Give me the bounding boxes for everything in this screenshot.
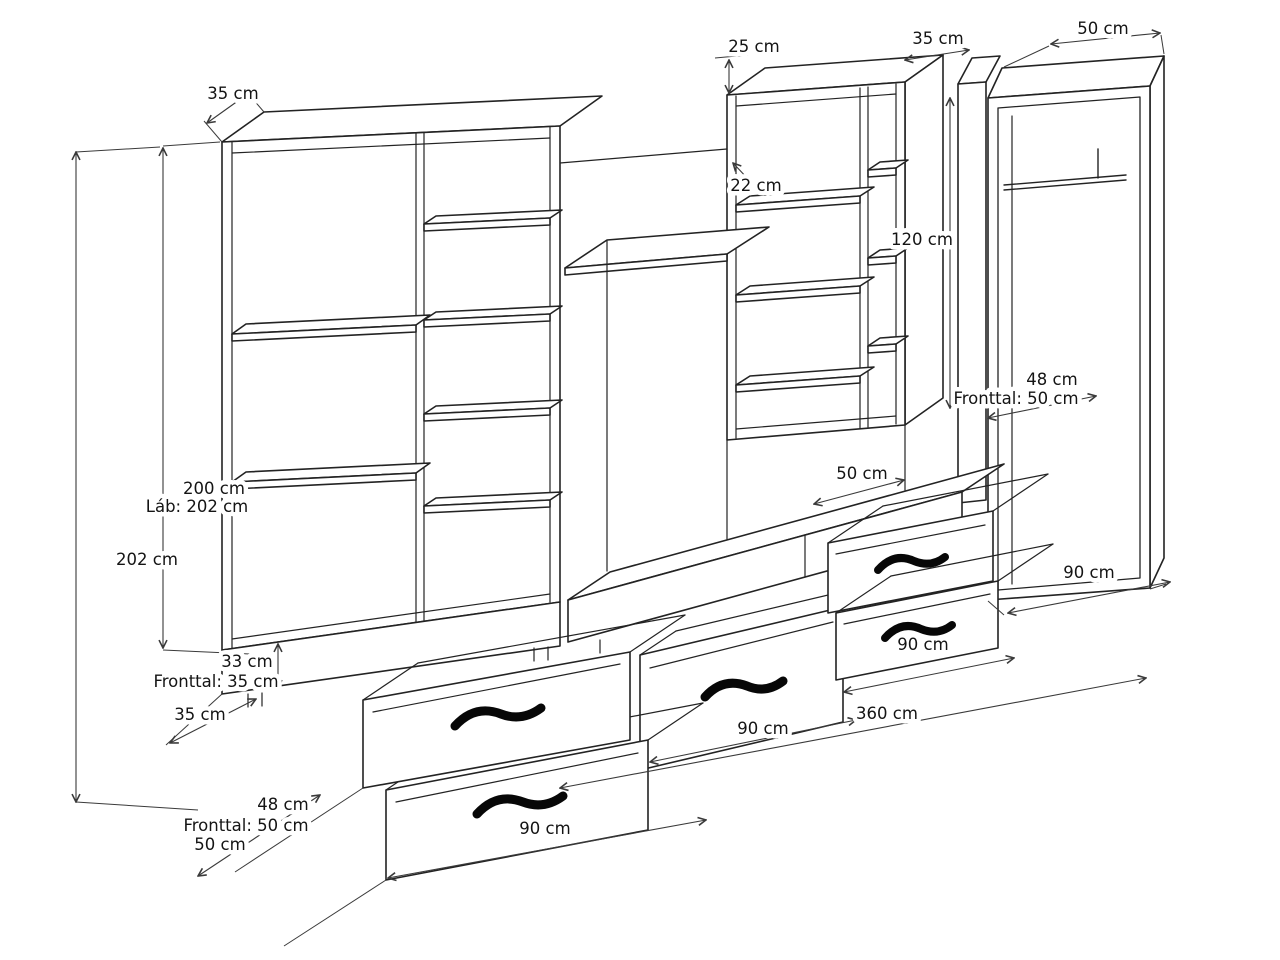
dim-label-base-front-depth: Fronttal: 35 cm	[153, 672, 278, 691]
drawer-side-rim	[997, 543, 1054, 582]
wardrobe-side-face	[1149, 55, 1165, 589]
cabinet-bottom-panel	[231, 593, 551, 640]
dim-label-right-drawer-width: 90 cm	[897, 635, 948, 654]
shelf-unit-bottom-panel	[735, 415, 897, 430]
base-plinth	[221, 601, 561, 695]
drawer-box-edge	[843, 593, 991, 625]
shelf-edge	[423, 217, 551, 232]
wardrobe-opening	[997, 96, 1141, 591]
hanging-rail	[1003, 174, 1127, 186]
drawer-handle	[881, 621, 956, 642]
dim-label-total-width: 360 cm	[856, 704, 918, 723]
dim-label-shelf-unit-height: 120 cm	[891, 230, 953, 249]
divider-panel	[957, 55, 1001, 504]
shelf-edge	[423, 499, 551, 514]
shelf-edge	[423, 313, 551, 328]
shelf-edge	[735, 195, 861, 213]
left-cabinet	[221, 95, 603, 651]
drawer-side-rim	[629, 614, 686, 653]
back-wall-top-edge	[559, 148, 728, 164]
dim-label-bridge-shelf-depth: 22 cm	[730, 176, 781, 195]
shelf-unit-right-shelves	[867, 159, 909, 354]
drawer-handle	[450, 703, 546, 731]
cabinet-left-shelves	[231, 314, 431, 490]
cabinet-front-face	[221, 125, 561, 651]
drawer-back-rim	[890, 543, 1054, 577]
shelf-edge	[867, 343, 897, 354]
dim-label-cabinet-height-legs: Láb: 202 cm	[146, 497, 248, 516]
dim-label-drawer-front-width: Fronttal: 50 cm	[183, 816, 308, 835]
drawer-back-rim	[882, 473, 1049, 507]
dimension-labels: 35 cm 25 cm 35 cm 50 cm 22 cm 120 cm 200…	[112, 15, 1134, 859]
shelf-edge	[423, 407, 551, 422]
shelf-edge	[231, 324, 417, 342]
drawer-box-edge	[649, 621, 834, 669]
dim-label-middle-drawer-width: 90 cm	[737, 719, 788, 738]
dimension-lines	[76, 33, 1170, 947]
dim-label-base-depth: 35 cm	[174, 705, 225, 724]
divider-top-face	[957, 55, 1001, 85]
shelf-edge	[735, 285, 861, 303]
shelf-edge	[231, 472, 417, 490]
dim-label-shelf-unit-top: 25 cm	[728, 37, 779, 56]
dim-label-drawer-pull-depth: 48 cm	[257, 795, 308, 814]
dim-label-cabinet-height: 200 cm	[183, 479, 245, 498]
wall-shelf-unit	[726, 54, 944, 441]
drawer-box-edge	[372, 663, 621, 713]
drawer-side-rim	[835, 575, 892, 614]
drawer-handle	[874, 553, 949, 574]
cabinet-top-panel	[231, 137, 551, 154]
divider-front-face	[957, 81, 987, 504]
dim-label-wardrobe-side-depth: 48 cm	[1026, 370, 1077, 389]
shelf-unit-left-shelves	[735, 186, 875, 393]
drawer-side-rim	[827, 505, 884, 544]
drawer-box-edge	[835, 524, 986, 555]
wardrobe	[987, 55, 1165, 601]
dim-label-base-height: 33 cm	[221, 652, 272, 671]
bridge-shelf	[559, 148, 906, 572]
dim-label-wardrobe-width: 90 cm	[1063, 563, 1114, 582]
drawer-handle	[472, 791, 568, 819]
drawer-back-rim	[417, 614, 686, 664]
drawer-right-top	[827, 473, 1049, 614]
dim-label-divider-top-width: 35 cm	[912, 29, 963, 48]
drawer-side-rim	[362, 662, 419, 701]
dim-label-wardrobe-front-width: Fronttal: 50 cm	[953, 389, 1078, 408]
dim-label-bench-top-depth: 50 cm	[836, 464, 887, 483]
dim-label-left-drawer-width: 90 cm	[519, 819, 570, 838]
shelf-edge	[867, 167, 897, 178]
dim-label-cabinet-top-depth: 35 cm	[207, 84, 258, 103]
dim-label-total-height: 202 cm	[116, 550, 178, 569]
shelf-edge	[735, 375, 861, 393]
bridge-shelf-front	[564, 253, 728, 276]
dim-label-drawer-depth: 50 cm	[194, 835, 245, 854]
shelf-edge	[867, 255, 897, 266]
cabinet-right-shelves	[423, 209, 563, 514]
drawer-side-rim	[992, 473, 1049, 512]
shelf-unit-top-panel	[735, 93, 897, 107]
dim-label-wardrobe-top-depth: 50 cm	[1077, 19, 1128, 38]
hanging-rail-lower-edge	[1003, 179, 1127, 191]
drawer-side-rim	[639, 630, 677, 656]
